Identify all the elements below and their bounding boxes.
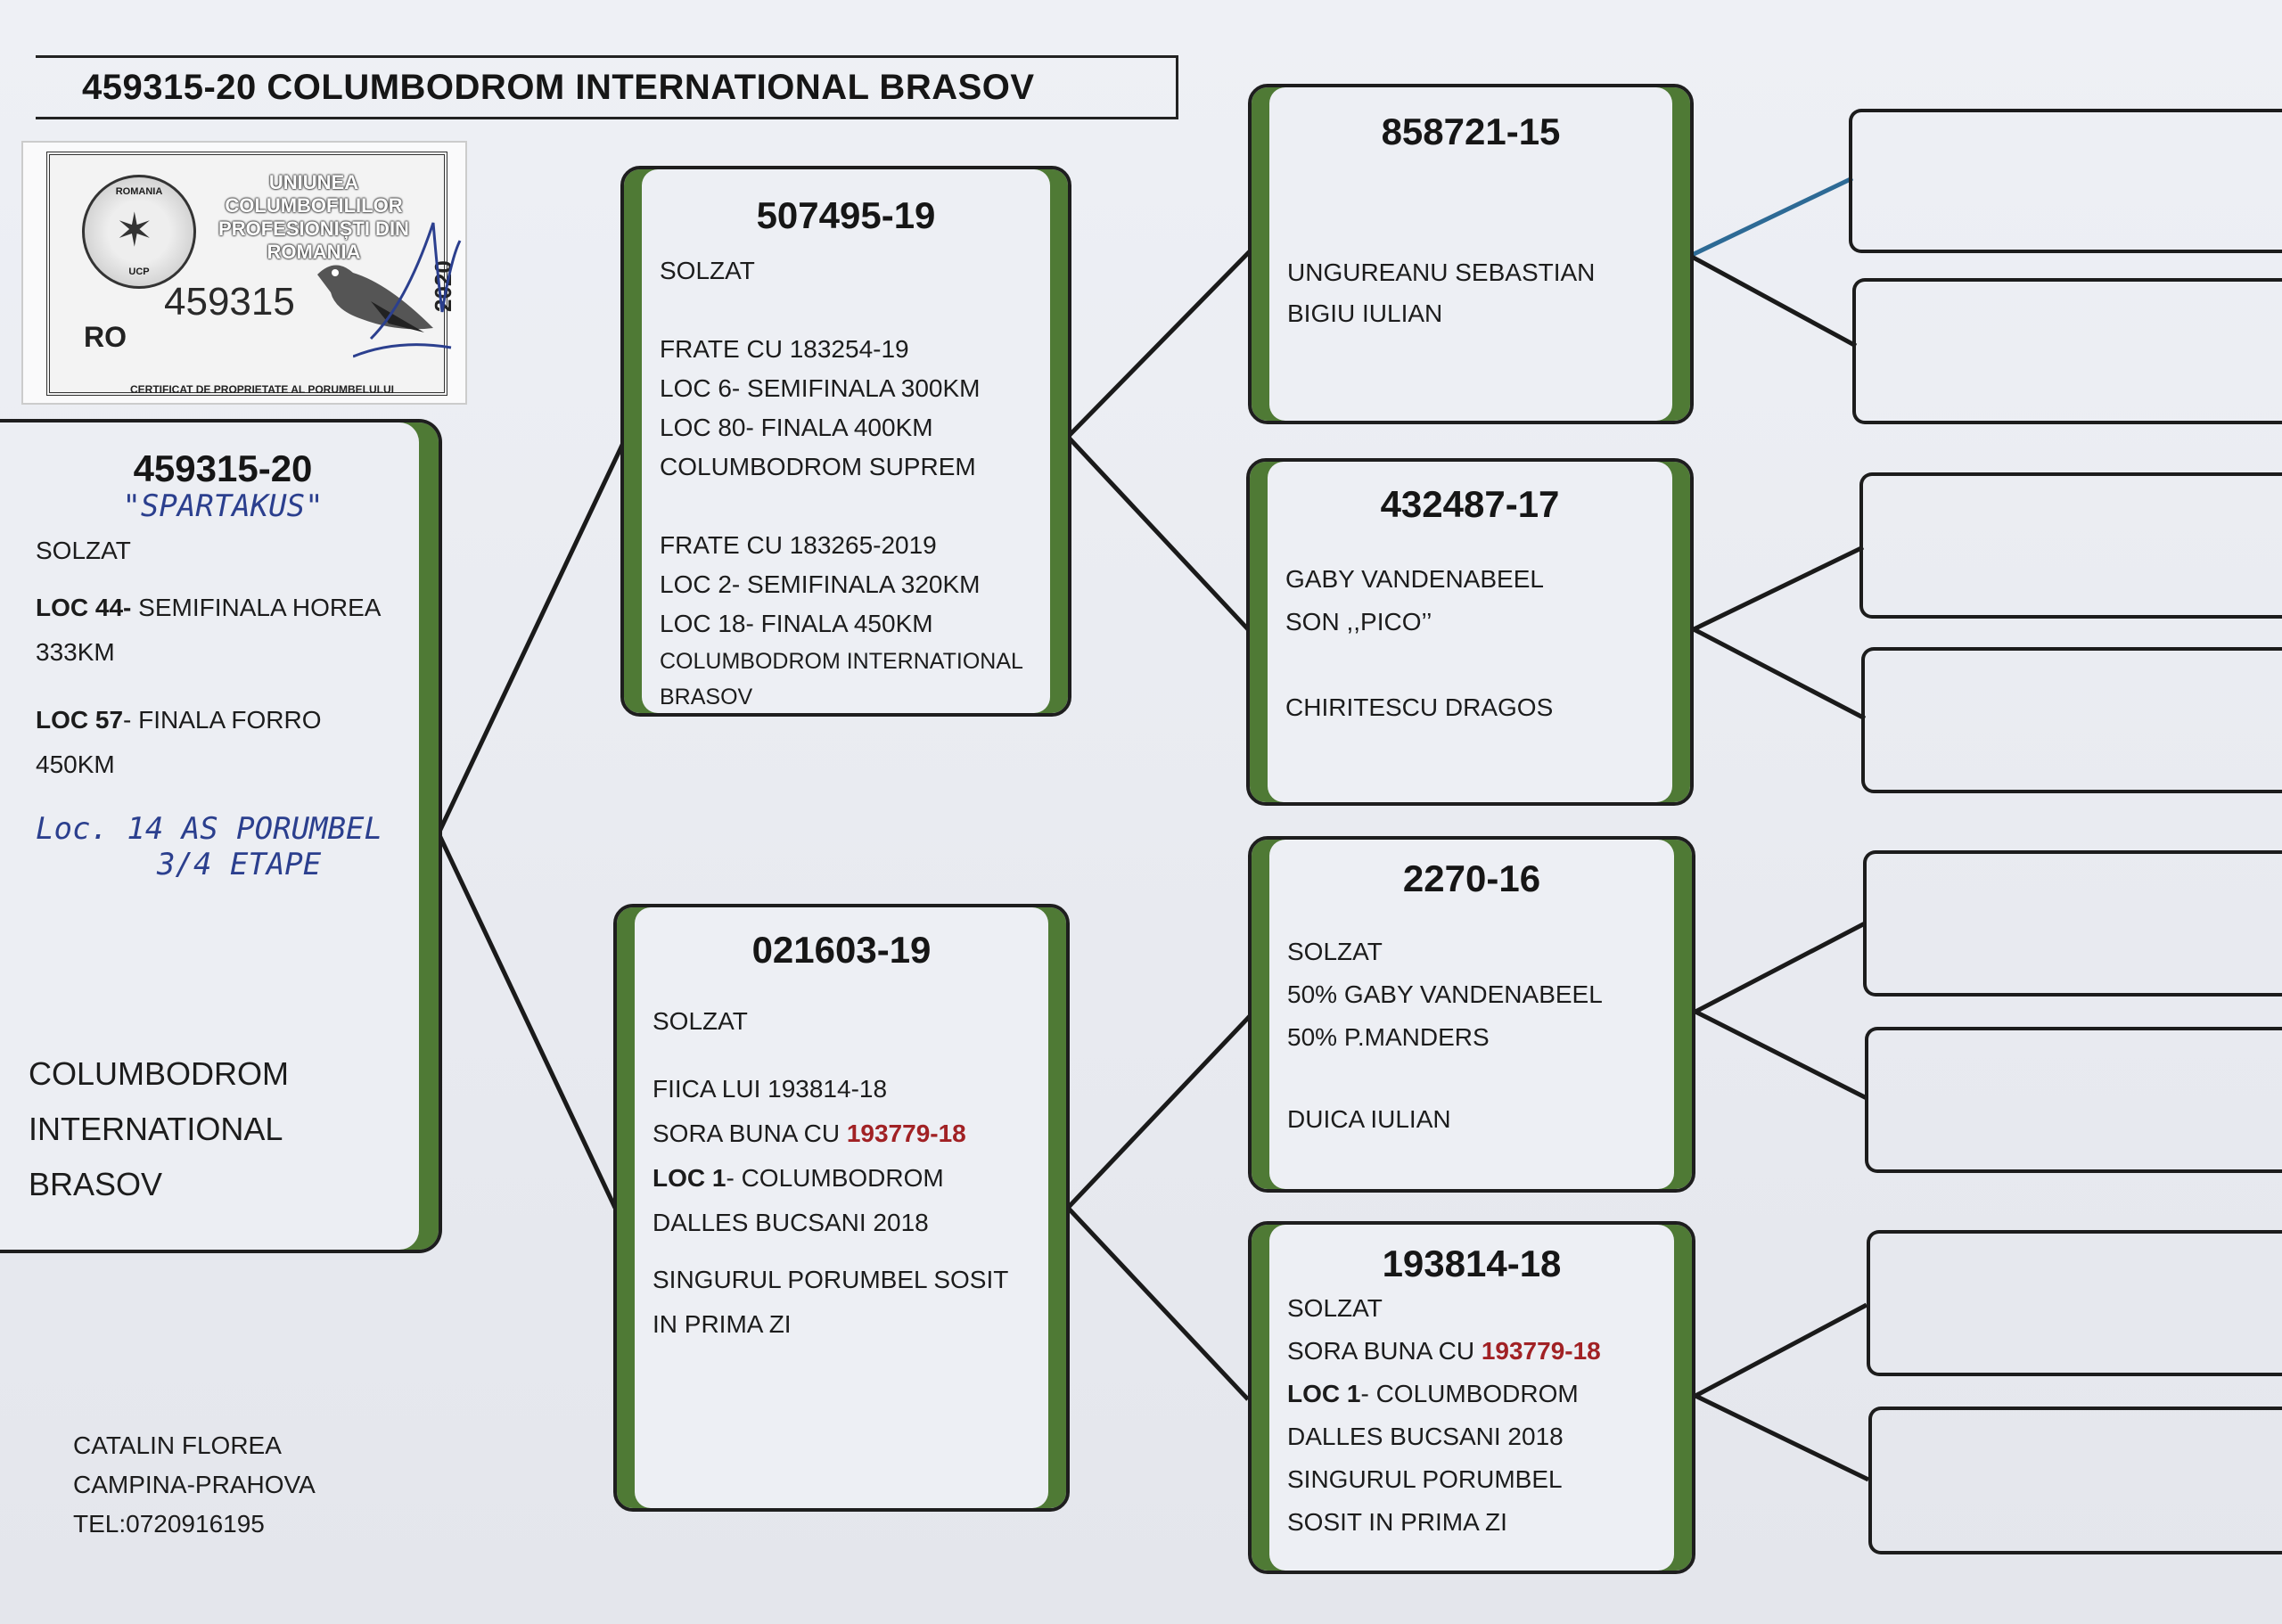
great-grandparent-box-5 (1863, 850, 2282, 997)
link-main-father (436, 439, 627, 835)
sire-detail-line: COLUMBODROM INTERNATIONAL (660, 649, 1023, 674)
breeder-contact: CATALIN FLOREA CAMPINA-PRAHOVA TEL:07209… (73, 1426, 316, 1544)
great-grandparent-box-7 (1867, 1230, 2282, 1376)
sire-detail-line: LOC 2- SEMIFINALA 320KM (660, 570, 981, 598)
great-grandparent-box-4 (1861, 647, 2282, 793)
certificate-frame: ROMANIA ✶ UCP UNIUNEA COLUMBOFILILOR PRO… (46, 152, 456, 396)
link-gm1-blank4 (1692, 627, 1867, 721)
link-mother-gm (1066, 1206, 1250, 1401)
breeder-location: CAMPINA-PRAHOVA (73, 1471, 316, 1498)
main-bird-name: "SPARTAKUS" (122, 488, 324, 524)
link-gf2-blank6 (1694, 1009, 1868, 1101)
main-bird-owner: COLUMBODROM INTERNATIONAL BRASOV (29, 1055, 290, 1202)
sire-detail-line: LOC 6- SEMIFINALA 300KM (660, 374, 981, 402)
sire-detail-line (660, 291, 1032, 330)
main-bird-card: 459315-20 "SPARTAKUS" SOLZAT LOC 44- SEM… (0, 419, 442, 1253)
country-code: RO (84, 321, 127, 353)
main-bird-result-1: LOC 44- SEMIFINALA HOREA (36, 594, 382, 621)
paternal-grandsire-card: 858721-15 UNGUREANU SEBASTIAN BIGIU IULI… (1248, 84, 1694, 424)
link-gf2-blank5 (1694, 921, 1867, 1014)
link-gm2-blank7 (1694, 1302, 1868, 1398)
sire-detail-line: COLUMBODROM SUPREM (660, 453, 976, 480)
sire-detail-line: LOC 18- FINALA 450KM (660, 610, 933, 637)
breeder-phone: TEL:0720916195 (73, 1510, 265, 1538)
main-bird-id: 459315-20 (133, 447, 313, 489)
certificate-footer: CERTIFICAT DE PROPRIETATE AL PORUMBELULU… (130, 383, 394, 396)
sire-detail-line: SOLZAT (660, 257, 755, 284)
logo-text: ROMANIA (115, 186, 163, 197)
paternal-grandsire-id: 858721-15 (1381, 111, 1561, 152)
link-gf1-blank2 (1688, 253, 1858, 349)
great-grandparent-box-1 (1849, 109, 2282, 253)
sire-id: 507495-19 (756, 194, 936, 236)
main-bird-color: SOLZAT (36, 537, 131, 564)
main-bird-handwritten-note: Loc. 14 AS PORUMBEL (36, 811, 382, 847)
main-bird-result-2: LOC 57- FINALA FORRO (36, 706, 322, 734)
pigeon-icon (317, 265, 433, 332)
sire-detail-line: BRASOV (660, 685, 753, 709)
sire-detail-line: FRATE CU 183265-2019 (660, 531, 937, 559)
signature-icon (353, 222, 462, 358)
breeder-name: CATALIN FLOREA (73, 1431, 282, 1459)
ring-number: 459315 (164, 280, 295, 324)
link-gm2-blank8 (1694, 1393, 1870, 1482)
maternal-grandsire-card: 2270-16 SOLZAT 50% GABY VANDENABEEL 50% … (1248, 836, 1695, 1193)
maternal-granddam-card: 193814-18 SOLZAT SORA BUNA CU 193779-18 … (1248, 1221, 1695, 1574)
great-grandparent-box-2 (1852, 278, 2282, 424)
link-father-gm (1066, 435, 1250, 631)
dam-card: 021603-19 SOLZAT FIICA LUI 193814-18 SOR… (613, 904, 1070, 1512)
link-mother-gf (1066, 1014, 1252, 1210)
link-gm1-blank3 (1692, 545, 1865, 632)
paternal-granddam-card: 432487-17 GABY VANDENABEEL SON ,,PICO’’ … (1246, 458, 1694, 806)
link-father-gf (1066, 250, 1252, 439)
dam-id: 021603-19 (751, 929, 932, 971)
sire-detail-line: LOC 80- FINALA 400KM (660, 414, 933, 441)
ownership-certificate: ROMANIA ✶ UCP UNIUNEA COLUMBOFILILOR PRO… (21, 141, 467, 405)
title-box: 459315-20 COLUMBODROM INTERNATIONAL BRAS… (36, 55, 1178, 119)
logo-sub: UCP (128, 267, 150, 277)
link-main-mother (436, 832, 618, 1210)
maternal-grandsire-id: 2270-16 (1402, 857, 1541, 899)
link-gf1-blank1 (1688, 176, 1854, 258)
certificate-header: UNIUNEA COLUMBOFILILOR PROFESIONIȘTI DIN… (218, 171, 409, 263)
great-grandparent-box-6 (1865, 1027, 2282, 1173)
maternal-granddam-id: 193814-18 (1382, 1243, 1562, 1284)
great-grandparent-box-3 (1859, 472, 2282, 619)
paternal-granddam-id: 432487-17 (1380, 483, 1560, 525)
ucp-logo-icon: ROMANIA ✶ UCP (82, 175, 196, 289)
sire-detail-line: FRATE CU 183254-19 (660, 335, 909, 363)
great-grandparent-box-8 (1868, 1407, 2282, 1554)
page-title: 459315-20 COLUMBODROM INTERNATIONAL BRAS… (82, 67, 1035, 107)
sire-detail-line (660, 487, 1032, 526)
